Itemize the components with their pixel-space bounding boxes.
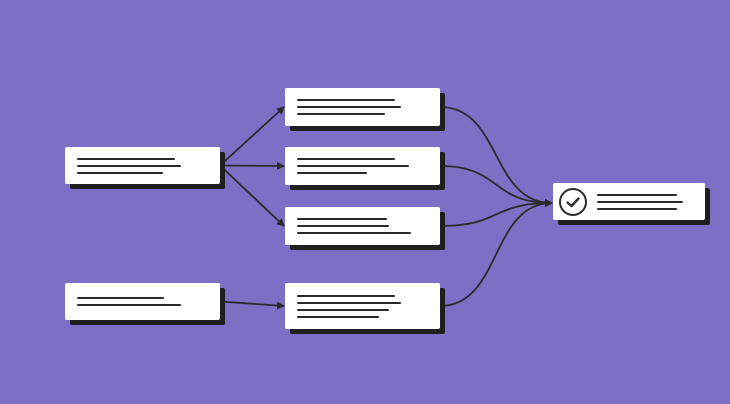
text-placeholder-line xyxy=(297,106,401,108)
text-placeholder-line xyxy=(297,218,387,220)
text-placeholder-line xyxy=(297,99,395,101)
text-placeholder-line xyxy=(597,194,677,196)
text-placeholder-line xyxy=(297,316,379,318)
text-placeholder-line xyxy=(297,295,395,297)
connector-source-a-to-step-3 xyxy=(219,164,285,227)
text-placeholder-line xyxy=(297,232,411,234)
connector-step-2-to-result xyxy=(439,165,553,207)
connector-source-b-to-step-4 xyxy=(219,300,285,310)
text-placeholder-line xyxy=(77,165,181,167)
node-result xyxy=(553,183,705,220)
node-step-3 xyxy=(285,207,440,245)
node-step-2 xyxy=(285,147,440,185)
checkmark-circle-icon xyxy=(559,187,587,216)
text-placeholder-line xyxy=(297,302,401,304)
node-step-1 xyxy=(285,88,440,126)
connector-step-4-to-result xyxy=(439,199,553,307)
node-source-a xyxy=(65,147,220,184)
text-placeholder-line xyxy=(597,201,683,203)
text-placeholder-line xyxy=(77,158,175,160)
connector-source-a-to-step-2 xyxy=(219,161,285,170)
node-source-b xyxy=(65,283,220,320)
connector-step-1-to-result xyxy=(439,106,553,207)
text-placeholder-line xyxy=(77,304,181,306)
text-placeholder-line xyxy=(297,165,409,167)
text-placeholder-line xyxy=(297,158,395,160)
text-placeholder-line xyxy=(297,225,389,227)
text-placeholder-line xyxy=(297,309,389,311)
connector-step-3-to-result xyxy=(439,199,553,227)
node-step-4 xyxy=(285,283,440,329)
connector-source-a-to-step-1 xyxy=(219,106,285,167)
text-placeholder-line xyxy=(297,113,385,115)
text-placeholder-line xyxy=(77,172,163,174)
text-placeholder-line xyxy=(77,297,164,299)
text-placeholder-line xyxy=(597,208,677,210)
text-placeholder-line xyxy=(297,172,367,174)
